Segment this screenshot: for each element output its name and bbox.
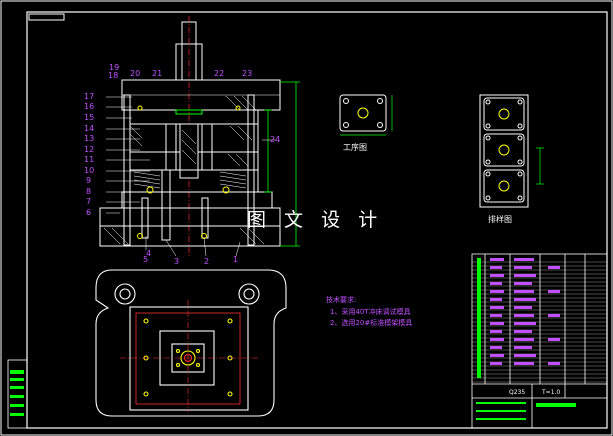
corner-tag [28,13,65,21]
tech-line-2: 2、选用20#标准模架模具 [330,318,412,327]
part-number: 2 [204,257,209,266]
process-diagram-label: 工序图 [343,142,367,152]
part-number: 7 [86,197,91,206]
part-number: 12 [84,145,94,154]
die-plan-view [95,269,287,417]
title-block-green [476,258,576,420]
part-number: 17 [84,92,94,101]
title-block [471,253,608,429]
part-number: 19 [109,63,119,72]
part-number: 4 [146,249,151,258]
part-number: 16 [84,102,94,111]
part-number: 9 [86,176,91,185]
part-number: 24 [270,135,280,144]
parts-list-text [490,258,560,365]
part-number: 15 [84,113,94,122]
tech-title: 技术要求: [326,295,356,304]
leader-lines [106,96,276,257]
part-number: 1 [233,255,238,264]
process-diagram [339,94,393,136]
layout-diagram-label: 排样图 [488,214,512,224]
watermark-text: 图 文 设 计 [247,209,383,231]
part-number: 13 [84,134,94,143]
part-number: 3 [174,257,179,266]
part-number: 23 [242,69,252,78]
side-strip [7,359,28,429]
tech-line-1: 1、采用40T冲床调试模具 [330,307,411,316]
part-numbers-top: 20 21 22 23 [130,69,252,78]
part-numbers-bottom: 5 4 3 2 1 [143,249,238,266]
part-number: 21 [152,69,162,78]
part-number: 8 [86,187,91,196]
material-label: Q235 [509,389,525,396]
part-number: 22 [214,69,224,78]
tech-requirements: 技术要求: 1、采用40T冲床调试模具 2、选用20#标准模架模具 [326,295,412,327]
inner-border [26,11,608,429]
part-number: 14 [84,124,94,133]
part-number: 5 [143,255,148,264]
part-numbers-left: 19 18 17 16 15 14 13 12 11 10 9 8 7 6 [84,63,119,217]
part-number: 6 [86,208,91,217]
part-number: 10 [84,166,94,175]
part-number: 20 [130,69,140,78]
die-section-view [99,16,281,258]
section-dimensions [264,81,300,247]
part-number: 18 [108,71,118,80]
part-number: 11 [84,155,94,164]
thickness-label: T=1.0 [541,389,560,396]
strip-layout [479,94,544,208]
